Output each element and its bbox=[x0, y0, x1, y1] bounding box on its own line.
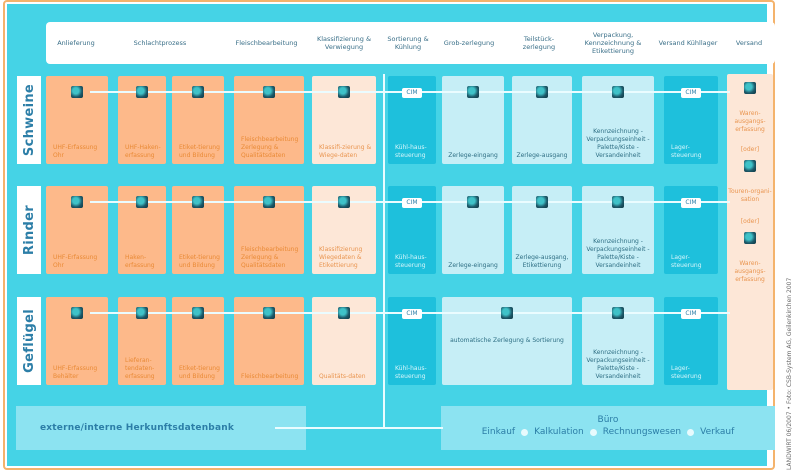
computer-icon bbox=[192, 196, 204, 208]
computer-icon bbox=[467, 196, 479, 208]
computer-icon bbox=[744, 160, 756, 172]
buero-item-kalkulation: Kalkulation bbox=[534, 427, 584, 437]
cell-gefluegel-kennzeichnung: Kennzeichnung -Verpackungseinheit -Palet… bbox=[582, 297, 654, 385]
computer-icon bbox=[612, 86, 624, 98]
process-header: Anlieferung Schlachtprozess Fleischbearb… bbox=[46, 22, 775, 64]
cell-schweine-etikettierung: Etiket-tierung und Bildung bbox=[172, 76, 224, 164]
header-fleischbearbeitung: Fleischbearbeitung bbox=[235, 39, 298, 47]
bullet-icon bbox=[687, 428, 695, 436]
cim-badge: CIM bbox=[681, 198, 701, 208]
row-label-gefluegel: Geflügel bbox=[17, 297, 41, 385]
computer-icon bbox=[744, 82, 756, 94]
computer-icon bbox=[263, 196, 275, 208]
computer-icon bbox=[612, 307, 624, 319]
row-label-rinder: Rinder bbox=[17, 186, 41, 274]
computer-icon bbox=[338, 196, 350, 208]
cell-gefluegel-etikettierung: Etiket-tierung und Bildung bbox=[172, 297, 224, 385]
cell-gefluegel-fleischbearbeitung: Fleischbearbeitung bbox=[234, 297, 304, 385]
cim-badge: CIM bbox=[402, 198, 422, 208]
cell-schweine-zerlege-ausgang: Zerlege-ausgang bbox=[512, 76, 572, 164]
cell-gefluegel-qualitaet: Qualitäts-daten bbox=[312, 297, 376, 385]
header-schlachtprozess: Schlachtprozess bbox=[133, 39, 187, 47]
bullet-icon bbox=[521, 428, 529, 436]
computer-icon bbox=[501, 307, 513, 319]
buero-item-verkauf: Verkauf bbox=[700, 427, 735, 437]
cell-rinder-zerlege-ausgang: Zerlege-ausgang, Etikettierung bbox=[512, 186, 572, 274]
row-label-schweine: Schweine bbox=[17, 76, 41, 164]
header-versand-kuehllager: Versand Kühllager bbox=[658, 39, 718, 47]
versand-item-3: Waren-ausgangs-erfassung bbox=[727, 226, 773, 284]
versand-item-1: Waren-ausgangs-erfassung bbox=[727, 74, 773, 134]
computer-icon bbox=[71, 86, 83, 98]
header-klassifizierung: Klassifizierung & Verwiegung bbox=[316, 35, 372, 51]
computer-icon bbox=[263, 86, 275, 98]
buero-item-rechnungswesen: Rechnungswesen bbox=[602, 427, 682, 437]
versand-item-2: Touren-organi-sation bbox=[727, 154, 773, 204]
computer-icon bbox=[192, 86, 204, 98]
computer-icon bbox=[136, 307, 148, 319]
cell-schweine-klassifizierung: Klassifi-zierung & Wiege-daten bbox=[312, 76, 376, 164]
cell-rinder-zerlege-eingang: Zerlege-eingang bbox=[442, 186, 504, 274]
separator-oder: [oder] bbox=[740, 218, 760, 225]
header-grobzerlegung: Grob-zerlegung bbox=[443, 39, 495, 47]
computer-icon bbox=[338, 86, 350, 98]
herkunftsdatenbank-box: externe/interne Herkunftsdatenbank bbox=[16, 406, 306, 450]
cell-rinder-haken: Haken-erfassung bbox=[118, 186, 166, 274]
cim-badge: CIM bbox=[681, 309, 701, 319]
cell-schweine-fleischbearbeitung: Fleischbearbeitung Zerlegung & Qualitäts… bbox=[234, 76, 304, 164]
computer-icon bbox=[744, 232, 756, 244]
cell-rinder-etikettierung: Etiket-tierung und Bildung bbox=[172, 186, 224, 274]
separator-oder: [oder] bbox=[740, 146, 760, 153]
computer-icon bbox=[263, 307, 275, 319]
connector-to-office bbox=[383, 427, 443, 429]
bullet-icon bbox=[589, 428, 597, 436]
cim-badge: CIM bbox=[402, 309, 422, 319]
cell-schweine-haken: UHF-Haken-erfassung bbox=[118, 76, 166, 164]
cim-badge: CIM bbox=[681, 88, 701, 98]
cell-rinder-anlieferung: UHF-Erfassung Ohr bbox=[46, 186, 108, 274]
computer-icon bbox=[71, 196, 83, 208]
cim-badge: CIM bbox=[402, 88, 422, 98]
computer-icon bbox=[536, 86, 548, 98]
header-sortierung: Sortierung & Kühlung bbox=[387, 35, 429, 51]
versand-column: Waren-ausgangs-erfassung [oder] Touren-o… bbox=[727, 74, 773, 390]
connector-vertical bbox=[383, 74, 385, 428]
cell-rinder-kennzeichnung: Kennzeichnung -Verpackungseinheit -Palet… bbox=[582, 186, 654, 274]
cell-gefluegel-anlieferung: UHF-Erfassung Behälter bbox=[46, 297, 108, 385]
buero-title: Büro bbox=[597, 415, 619, 425]
cell-gefluegel-lieferanten: Lieferan-tendaten-erfassung bbox=[118, 297, 166, 385]
cell-schweine-zerlege-eingang: Zerlege-eingang bbox=[442, 76, 504, 164]
buero-box: Büro Einkauf Kalkulation Rechnungswesen … bbox=[441, 406, 775, 450]
cell-gefluegel-automatische-zerlegung: automatische Zerlegung & Sortierung bbox=[442, 297, 572, 385]
header-anlieferung: Anlieferung bbox=[57, 39, 95, 47]
connector-to-database bbox=[275, 427, 385, 429]
image-credit: LANDWIRT 06/2007 • Foto: CSB-System AG, … bbox=[786, 277, 793, 470]
computer-icon bbox=[467, 86, 479, 98]
header-verpackung: Verpackung, Kennzeichnung & Etikettierun… bbox=[584, 31, 642, 55]
computer-icon bbox=[71, 307, 83, 319]
header-versand: Versand bbox=[735, 39, 763, 47]
computer-icon bbox=[136, 86, 148, 98]
cell-rinder-klassifizierung: Klassifizierung Wiegedaten & Etikettieru… bbox=[312, 186, 376, 274]
computer-icon bbox=[536, 196, 548, 208]
computer-icon bbox=[338, 307, 350, 319]
header-teilstueckzerlegung: Teilstück-zerlegung bbox=[522, 35, 556, 51]
computer-icon bbox=[136, 196, 148, 208]
buero-item-einkauf: Einkauf bbox=[481, 427, 516, 437]
cell-rinder-fleischbearbeitung: Fleischbearbeitung Zerlegung & Qualitäts… bbox=[234, 186, 304, 274]
computer-icon bbox=[612, 196, 624, 208]
cell-schweine-kennzeichnung: Kennzeichnung -Verpackungseinheit -Palet… bbox=[582, 76, 654, 164]
computer-icon bbox=[192, 307, 204, 319]
cell-schweine-anlieferung: UHF-Erfassung Ohr bbox=[46, 76, 108, 164]
